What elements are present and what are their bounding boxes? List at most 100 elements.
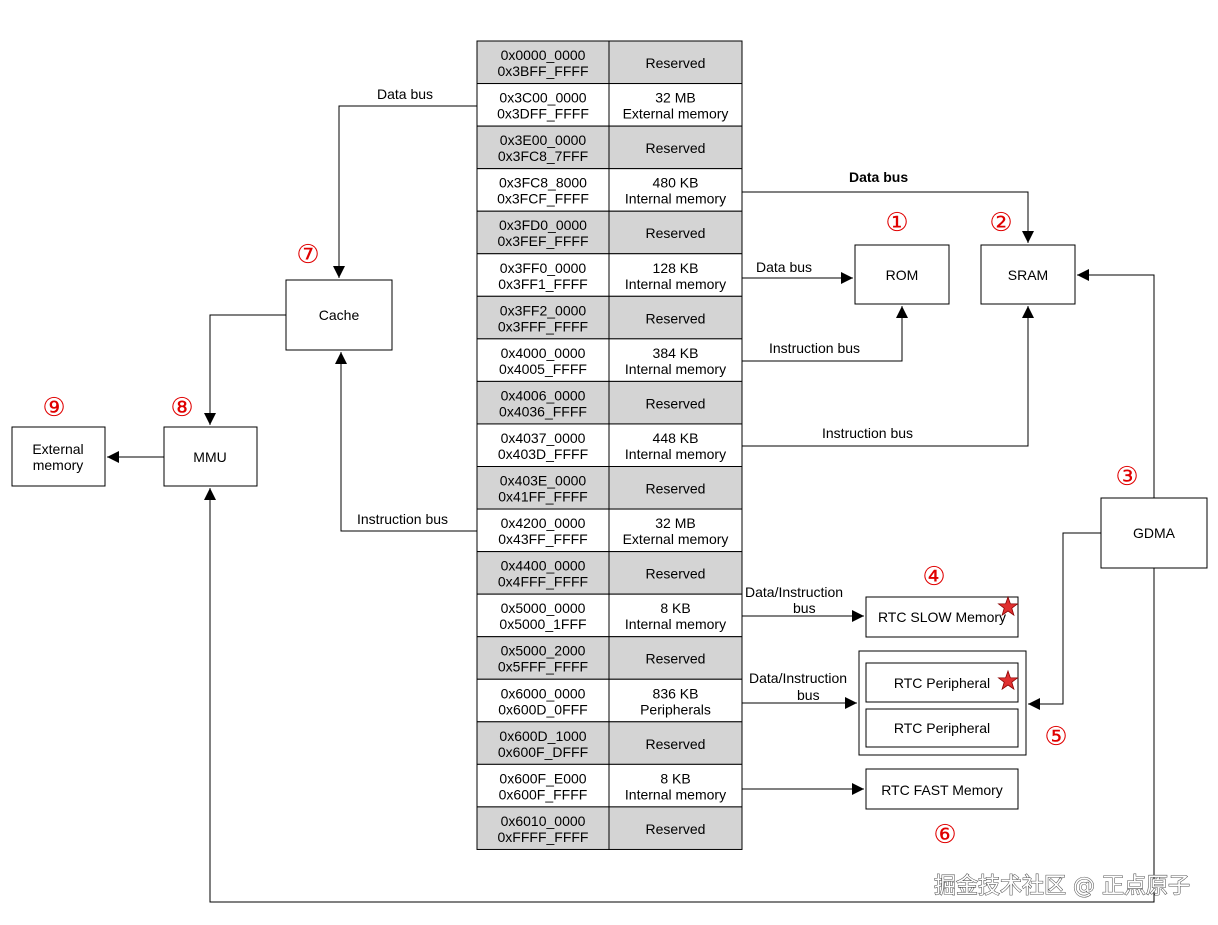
memory-row-description: Reserved	[646, 481, 706, 497]
memory-row-description: Reserved	[646, 225, 706, 241]
memory-row-end-address: 0x3FCF_FFFF	[497, 191, 589, 207]
memory-row-description: Internal memory	[625, 276, 726, 292]
instruction-bus-cache-line	[335, 352, 477, 532]
rtc-peripheral-label-2: RTC Peripheral	[894, 720, 990, 736]
external-memory-block	[11, 426, 106, 487]
rtc-fast-memory-label: RTC FAST Memory	[881, 782, 1003, 798]
sram-label: SRAM	[1008, 267, 1048, 283]
instruction-bus-sram-line	[742, 306, 1034, 447]
memory-row-address-cell	[476, 83, 610, 127]
gdma-block	[1100, 497, 1208, 569]
memory-row-address-cell	[476, 551, 610, 595]
memory-row-desc-cell	[608, 338, 743, 382]
memory-row-description: Reserved	[646, 566, 706, 582]
gdma-label: GDMA	[1133, 525, 1176, 541]
memory-row-address-cell	[476, 636, 610, 680]
mmu-block	[163, 426, 258, 487]
memory-row-end-address: 0x4FFF_FFFF	[498, 574, 588, 590]
memory-row-end-address: 0x5FFF_FFFF	[498, 659, 588, 675]
memory-row-description: Internal memory	[625, 786, 726, 802]
instruction-bus-sram-label: Instruction bus	[822, 425, 913, 441]
marker-6: ⑥	[933, 820, 956, 850]
memory-row-desc-cell	[608, 380, 743, 425]
memory-row-desc-cell	[608, 806, 743, 850]
mmu-label: MMU	[193, 449, 226, 465]
rtc-slow-memory-label: RTC SLOW Memory	[878, 609, 1006, 625]
memory-row-start-address: 0x4006_0000	[501, 387, 586, 403]
memory-row-description: 8 KB	[660, 770, 690, 786]
memory-row-description: 32 MB	[655, 515, 695, 531]
memory-row-description: Reserved	[646, 736, 706, 752]
external-memory-label-line2: memory	[33, 457, 84, 473]
instruction-bus-rom-label: Instruction bus	[769, 340, 860, 356]
di-bus-slow-label-line1: Data/Instruction	[745, 584, 843, 600]
memory-row-description: Peripherals	[640, 701, 711, 717]
memory-row-start-address: 0x3FF2_0000	[500, 302, 587, 318]
memory-row-description: External memory	[623, 106, 729, 122]
memory-row-description: 384 KB	[653, 345, 699, 361]
memory-row-description: 836 KB	[653, 685, 699, 701]
memory-row-address-cell	[476, 806, 610, 850]
memory-row-description: Reserved	[646, 310, 706, 326]
instruction-bus-rom-line	[742, 306, 908, 362]
memory-row-end-address: 0x5000_1FFF	[499, 616, 586, 632]
marker-5: ⑤	[1044, 722, 1067, 752]
rtc-fast-memory-block	[865, 768, 1019, 810]
memory-row-end-address: 0x3BFF_FFFF	[497, 63, 588, 79]
star-icon	[997, 595, 1019, 617]
memory-row-address-cell	[476, 40, 610, 85]
rtc-peripheral-label-1: RTC Peripheral	[894, 675, 990, 691]
memory-row-address-cell	[476, 380, 610, 425]
memory-row-start-address: 0x403E_0000	[500, 473, 587, 489]
rtc-slow-memory-block	[865, 596, 1019, 638]
rtc-peripheral-block-2	[865, 708, 1019, 748]
marker-4: ④	[922, 562, 945, 592]
memory-row-desc-cell	[608, 253, 743, 297]
cache-label: Cache	[319, 307, 360, 323]
memory-row-start-address: 0x4000_0000	[501, 345, 586, 361]
memory-row-end-address: 0x41FF_FFFF	[498, 489, 587, 505]
memory-row-address-cell	[476, 508, 610, 553]
data-bus-cache-label: Data bus	[377, 86, 433, 102]
memory-row-start-address: 0x600F_E000	[499, 770, 586, 786]
memory-row-description: Reserved	[646, 821, 706, 837]
memory-row-address-cell	[476, 466, 610, 510]
memory-row-start-address: 0x0000_0000	[501, 47, 586, 63]
memory-row-end-address: 0x3FEF_FFFF	[497, 233, 588, 249]
memory-row-end-address: 0x4036_FFFF	[499, 403, 587, 419]
memory-row-start-address: 0x3C00_0000	[499, 90, 586, 106]
memory-row-start-address: 0x5000_0000	[501, 600, 586, 616]
memory-row-desc-cell	[608, 83, 743, 127]
memory-row-start-address: 0x4037_0000	[501, 430, 586, 446]
memory-row-description: 8 KB	[660, 600, 690, 616]
memory-row-description: 448 KB	[653, 430, 699, 446]
memory-row-description: Reserved	[646, 651, 706, 667]
memory-row-end-address: 0x3FC8_7FFF	[498, 148, 588, 164]
memory-row-end-address: 0x600F_DFFF	[498, 744, 588, 760]
sram-block	[980, 244, 1076, 305]
memory-row-end-address: 0x600F_FFFF	[499, 786, 588, 802]
memory-row-end-address: 0x4005_FFFF	[499, 361, 587, 377]
data-bus-sram-label: Data bus	[849, 169, 908, 185]
memory-row-desc-cell	[608, 168, 743, 212]
memory-row-desc-cell	[608, 551, 743, 595]
memory-row-desc-cell	[608, 125, 743, 170]
memory-row-start-address: 0x6000_0000	[501, 685, 586, 701]
memory-row-desc-cell	[608, 763, 743, 808]
memory-row-end-address: 0x600D_0FFF	[498, 701, 587, 717]
cache-to-mmu-line	[204, 314, 286, 425]
gdma-to-sram-line	[1077, 269, 1155, 498]
di-bus-periph-label-line1: Data/Instruction	[749, 670, 847, 686]
gdma-to-mmu-line	[204, 488, 1155, 903]
memory-row-description: External memory	[623, 531, 729, 547]
gdma-to-rtc-peripheral-line	[1028, 532, 1101, 710]
memory-row-start-address: 0x5000_2000	[501, 643, 586, 659]
memory-row-start-address: 0x3E00_0000	[500, 132, 587, 148]
data-bus-rom-label: Data bus	[756, 259, 812, 275]
memory-row-description: 480 KB	[653, 175, 699, 191]
memory-row-desc-cell	[608, 636, 743, 680]
memory-row-description: Reserved	[646, 55, 706, 71]
rtc-peripheral-block-1	[865, 662, 1019, 703]
